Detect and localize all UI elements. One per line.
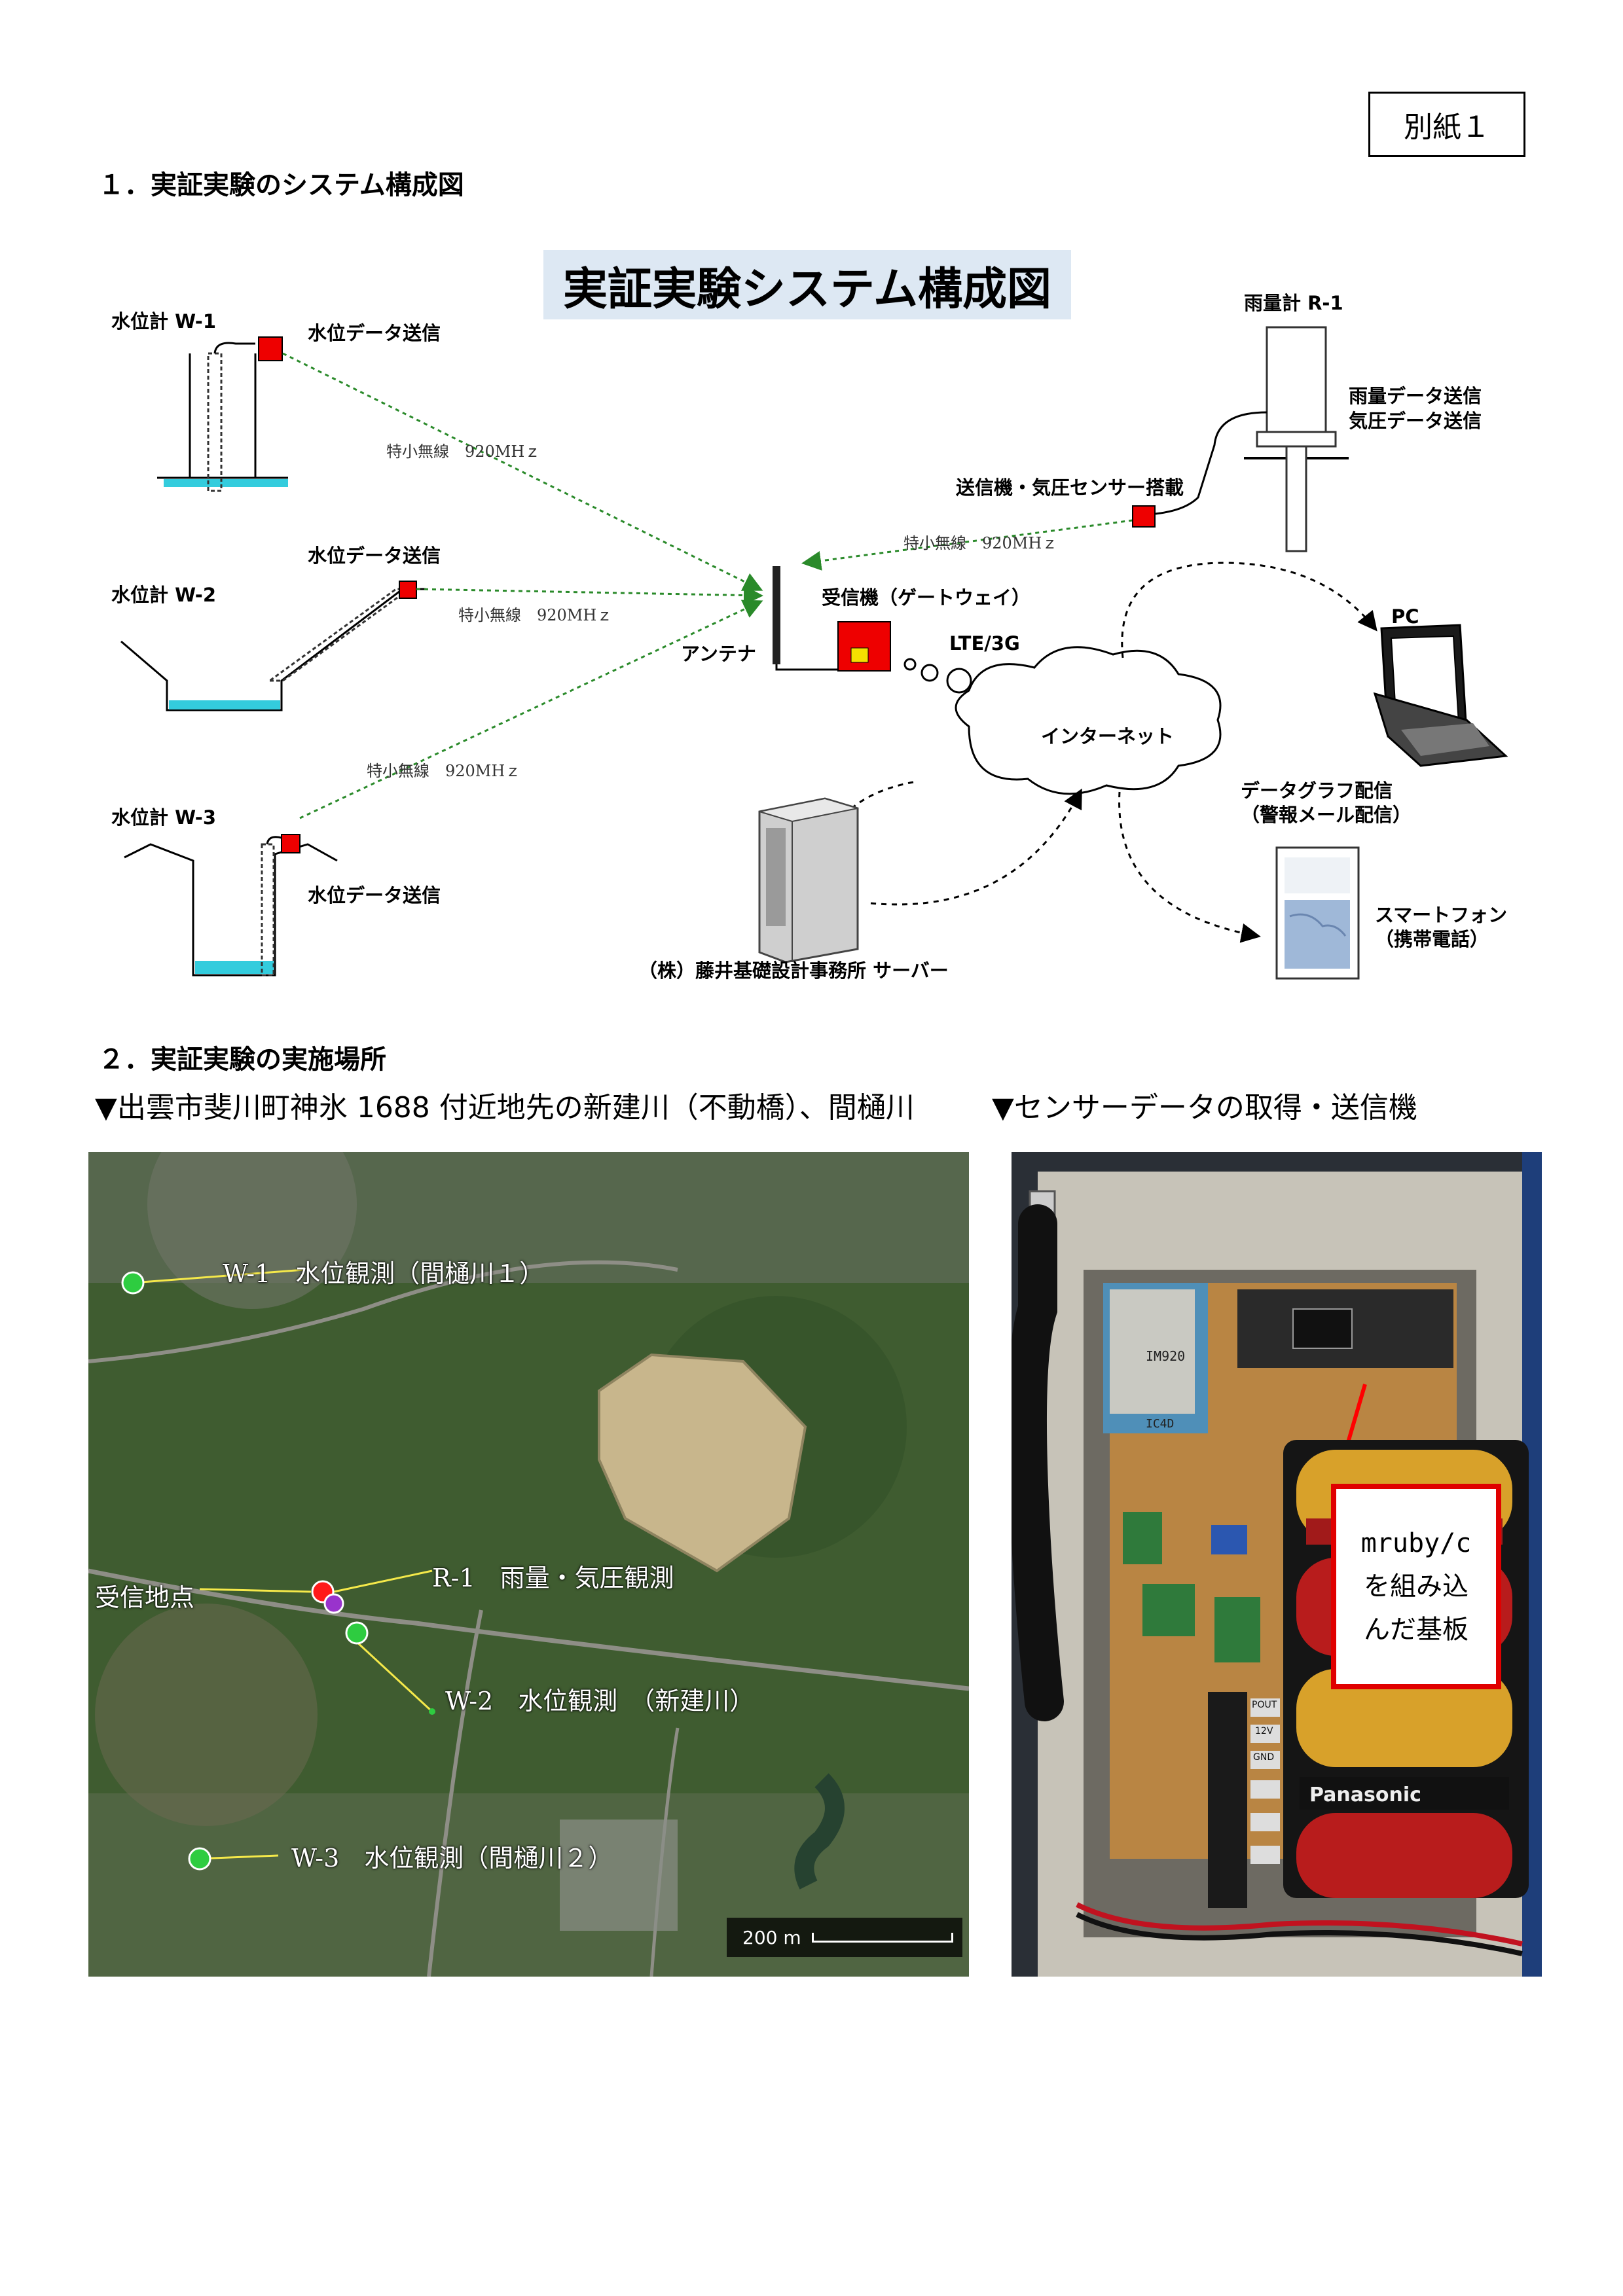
rain-gauge-label: 雨量計 R-1: [1244, 292, 1343, 314]
callout-line-2: を組み込: [1364, 1571, 1468, 1602]
w1-label: 水位計 W-1: [111, 310, 216, 332]
map-label-receive-point: 受信地点: [95, 1583, 195, 1612]
internet-cloud: [955, 646, 1222, 795]
ic-label: IC4D: [1146, 1417, 1175, 1431]
pc-drawing: [1373, 624, 1508, 767]
smartphone-label-2: （携帯電話）: [1375, 928, 1489, 950]
graph-label-2: （警報メール配信）: [1241, 804, 1412, 826]
server-label: （株）藤井基礎設計事務所 サーバー: [638, 960, 949, 982]
map-scale-bar: 200 m: [727, 1918, 962, 1957]
transmitter-label: 送信機・気圧センサー搭載: [956, 476, 1184, 499]
terminal-pout: POUT: [1252, 1700, 1277, 1710]
server-drawing: [758, 797, 859, 963]
section1-heading: １．実証実験のシステム構成図: [98, 170, 464, 200]
map-label-w2: W-2 水位観測 （新建川）: [445, 1687, 755, 1715]
terminal-12v: 12V: [1255, 1726, 1273, 1736]
smartphone-label-1: スマートフォン: [1375, 904, 1508, 926]
map-label-w1: W-1 水位観測（間樋川１）: [223, 1259, 545, 1288]
lte-label: LTE/3G: [949, 632, 1020, 655]
quarry-site: [598, 1353, 807, 1573]
section2-heading: ２．実証実験の実施場所: [98, 1045, 386, 1075]
water-gauge-w1-drawing: [157, 336, 288, 492]
w2-label: 水位計 W-2: [111, 584, 216, 606]
map-label-w3: W-3 水位観測（間樋川２）: [291, 1844, 613, 1873]
marker-w2-start: [345, 1621, 369, 1645]
map-scale-label: 200 m: [742, 1926, 801, 1948]
w3-send-label: 水位データ送信: [308, 884, 441, 906]
location-subheading: ▼出雲市斐川町神氷 1688 付近地先の新建川（不動橋）、間樋川: [95, 1091, 915, 1124]
marker-w1: [121, 1271, 145, 1295]
battery-brand: Panasonic: [1309, 1784, 1421, 1806]
w2-send-label: 水位データ送信: [308, 545, 441, 567]
water-gauge-w2-drawing: [120, 581, 426, 711]
attachment-label: 別紙１: [1368, 92, 1525, 157]
map-label-r1: R-1 雨量・気圧観測: [432, 1564, 674, 1592]
mruby-callout: mruby/c を組み込 んだ基板: [1331, 1484, 1501, 1689]
receiver-label: 受信機（ゲートウェイ）: [822, 586, 1031, 609]
graph-label-1: データグラフ配信: [1241, 780, 1393, 802]
terminal-gnd: GND: [1253, 1752, 1275, 1763]
gateway-drawing: [773, 566, 891, 672]
antenna-label: アンテナ: [681, 643, 756, 665]
water-gauge-w3-drawing: [124, 834, 338, 977]
diagram-title: 実証実験システム構成図: [543, 250, 1071, 319]
marker-r1: [323, 1593, 344, 1614]
rain-gauge-drawing: [1132, 326, 1349, 552]
rain-send-label: 雨量データ送信: [1349, 385, 1482, 407]
pc-label: PC: [1391, 605, 1419, 628]
smartphone-drawing: [1275, 846, 1360, 980]
radio-label-1: 特小無線 920MHｚ: [386, 442, 541, 461]
w1-send-label: 水位データ送信: [308, 322, 441, 344]
internet-label: インターネット: [1041, 725, 1175, 747]
sensor-subheading: ▼センサーデータの取得・送信機: [992, 1091, 1417, 1124]
radio-label-3: 特小無線 920MHｚ: [367, 762, 521, 780]
marker-w3: [188, 1847, 211, 1871]
w3-label: 水位計 W-3: [111, 806, 216, 829]
pressure-send-label: 気圧データ送信: [1349, 410, 1482, 432]
callout-line-1: mruby/c: [1360, 1528, 1472, 1558]
module-label: IM920: [1146, 1348, 1186, 1364]
marker-w2: [429, 1708, 435, 1715]
transmitter-r1: [1132, 505, 1156, 528]
radio-label-2: 特小無線 920MHｚ: [458, 606, 613, 624]
system-diagram: [120, 326, 1508, 980]
transmitter-w2: [399, 581, 417, 599]
transmitter-w3: [281, 834, 301, 853]
radio-label-4: 特小無線 920MHｚ: [903, 534, 1058, 552]
callout-line-3: んだ基板: [1364, 1615, 1468, 1645]
transmitter-w1: [258, 336, 283, 361]
